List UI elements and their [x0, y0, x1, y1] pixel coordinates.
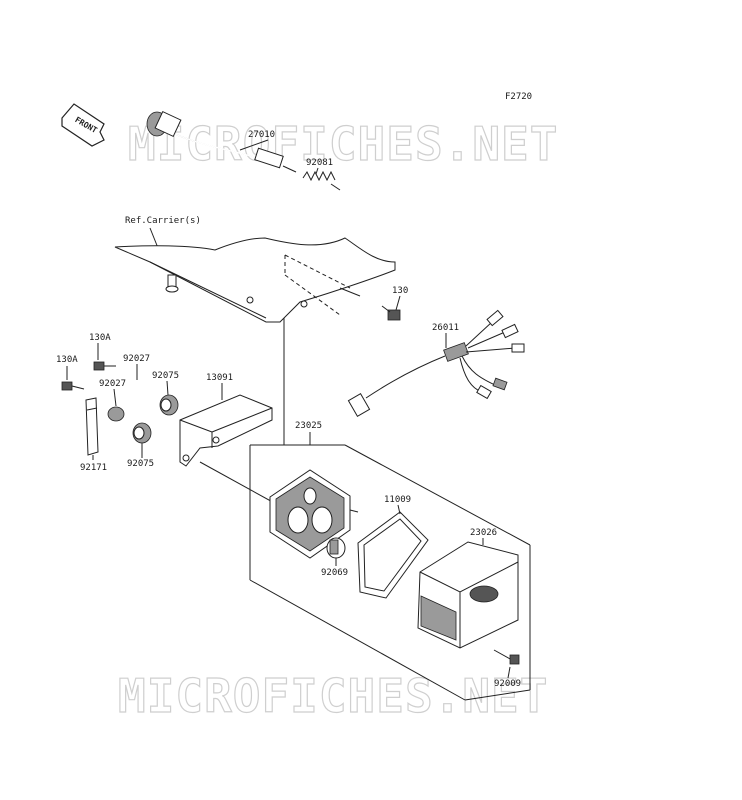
- label-92171: 92171: [80, 463, 107, 473]
- lamp-housing-23025: [269, 469, 359, 559]
- watermark-bottom: MICROFICHES.NET: [118, 669, 548, 723]
- label-11009: 11009: [384, 495, 411, 505]
- label-92075-top: 92075: [152, 371, 179, 381]
- label-130: 130: [392, 286, 408, 296]
- screw-92009: [493, 649, 520, 665]
- lens-cover-23026: [417, 541, 519, 649]
- label-27010: 27010: [248, 130, 275, 140]
- leader-ref-carrier: [149, 227, 159, 249]
- label-92009: 92009: [494, 679, 521, 689]
- label-130A-left: 130A: [56, 355, 78, 365]
- label-130A-top: 130A: [89, 333, 111, 343]
- bulb-92069: [326, 537, 346, 559]
- leader-27010: [239, 139, 269, 151]
- spring-92081: [302, 170, 341, 191]
- gasket-11009: [357, 511, 429, 599]
- leader-130: [395, 295, 401, 311]
- label-23026: 23026: [470, 528, 497, 538]
- bracket-13091: [179, 394, 273, 467]
- leader-11009: [397, 504, 401, 515]
- label-13091: 13091: [206, 373, 233, 383]
- label-92081: 92081: [306, 158, 333, 168]
- bolt-130: [381, 305, 401, 321]
- wire-harness-26011: [347, 309, 525, 417]
- watermark-top: MICROFICHES.NET: [128, 117, 558, 171]
- label-26011: 26011: [432, 323, 459, 333]
- carrier-outline: [114, 237, 396, 323]
- leader-92027-mid: [113, 388, 117, 407]
- grommet-92075-bottom: [132, 422, 152, 444]
- leader-bracket-housing: [199, 461, 279, 506]
- label-23025: 23025: [295, 421, 322, 431]
- leader-92081: [315, 167, 319, 175]
- label-92027-top: 92027: [123, 354, 150, 364]
- label-92027-mid: 92027: [99, 379, 126, 389]
- front-arrow-icon: FRONT: [61, 103, 105, 147]
- leader-92009: [507, 666, 511, 679]
- pin-92171: [85, 397, 99, 456]
- label-92069: 92069: [321, 568, 348, 578]
- bolt-130A-top: [93, 361, 116, 371]
- reference-label: Ref.Carrier(s): [125, 216, 201, 226]
- collar-92027: [107, 406, 125, 422]
- figure-code: F2720: [505, 92, 532, 102]
- grommet-92075-top: [159, 394, 179, 416]
- bolt-130A-left: [61, 381, 85, 391]
- leader-92075-top: [166, 380, 169, 396]
- label-92075-bottom: 92075: [127, 459, 154, 469]
- socket-cable-27010: [146, 110, 297, 173]
- group-frame-23025: [249, 444, 531, 701]
